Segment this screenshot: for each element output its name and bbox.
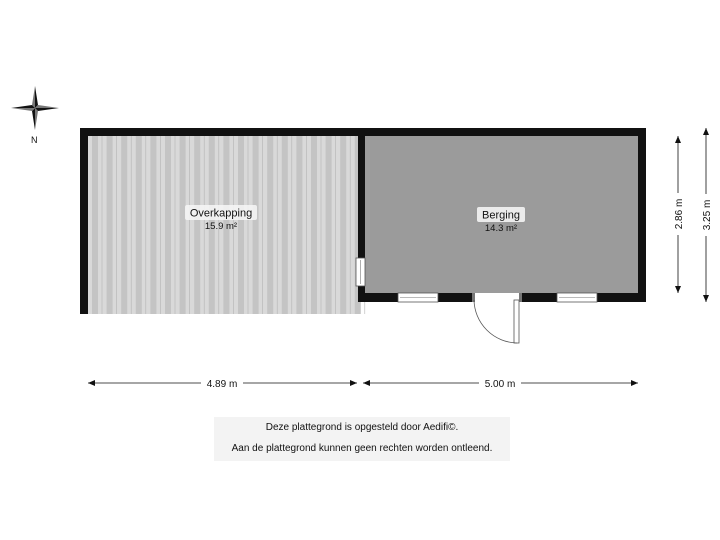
- dimension-outer-height-label: 3.25 m: [702, 200, 713, 231]
- plank-stripe: [267, 136, 274, 314]
- dimension-outer-height: [699, 128, 713, 302]
- plank-stripe: [340, 136, 347, 314]
- berging-label-bg: [477, 207, 525, 222]
- plank-stripe: [92, 136, 98, 314]
- plank-stripe: [252, 136, 259, 314]
- plank-stripe: [354, 136, 361, 314]
- credits-line-2: Aan de plattegrond kunnen geen rechten w…: [231, 443, 493, 454]
- plank-stripe: [194, 136, 201, 314]
- plank-stripe: [135, 136, 142, 314]
- plank-stripe: [106, 136, 113, 314]
- plank-stripe: [296, 136, 303, 314]
- dimension-inner-height-label: 2.86 m: [674, 199, 685, 230]
- credits-box: Deze plattegrond is opgesteld door Aedif…: [214, 417, 510, 461]
- door-icon: [473, 299, 520, 344]
- room-overkapping: [80, 128, 366, 314]
- plank-stripe: [281, 136, 288, 314]
- compass-north-label: N: [31, 135, 38, 145]
- plank-stripe: [121, 136, 128, 314]
- plank-stripe: [223, 136, 230, 314]
- plank-stripe: [165, 136, 171, 314]
- plank-stripe: [179, 136, 186, 314]
- berging-name: Berging: [482, 210, 520, 222]
- overkapping-area: 15.9 m²: [205, 221, 237, 232]
- credits-line-1: Deze plattegrond is opgesteld door Aedif…: [265, 422, 459, 433]
- overkapping-name: Overkapping: [190, 208, 252, 220]
- plank-stripe: [150, 136, 157, 314]
- overkapping-label-bg: [185, 205, 257, 220]
- compass-icon: [11, 86, 59, 130]
- plank-stripe: [238, 136, 244, 314]
- berging-area: 14.3 m²: [485, 223, 517, 234]
- dimension-right: [363, 376, 638, 390]
- dimension-left: [88, 376, 357, 390]
- plank-stripe: [325, 136, 332, 314]
- dimension-right-label: 5.00 m: [485, 379, 516, 390]
- plank-stripe: [208, 136, 215, 314]
- dimension-inner-height: [671, 136, 685, 293]
- dimension-left-label: 4.89 m: [207, 379, 238, 390]
- plank-stripe: [311, 136, 317, 314]
